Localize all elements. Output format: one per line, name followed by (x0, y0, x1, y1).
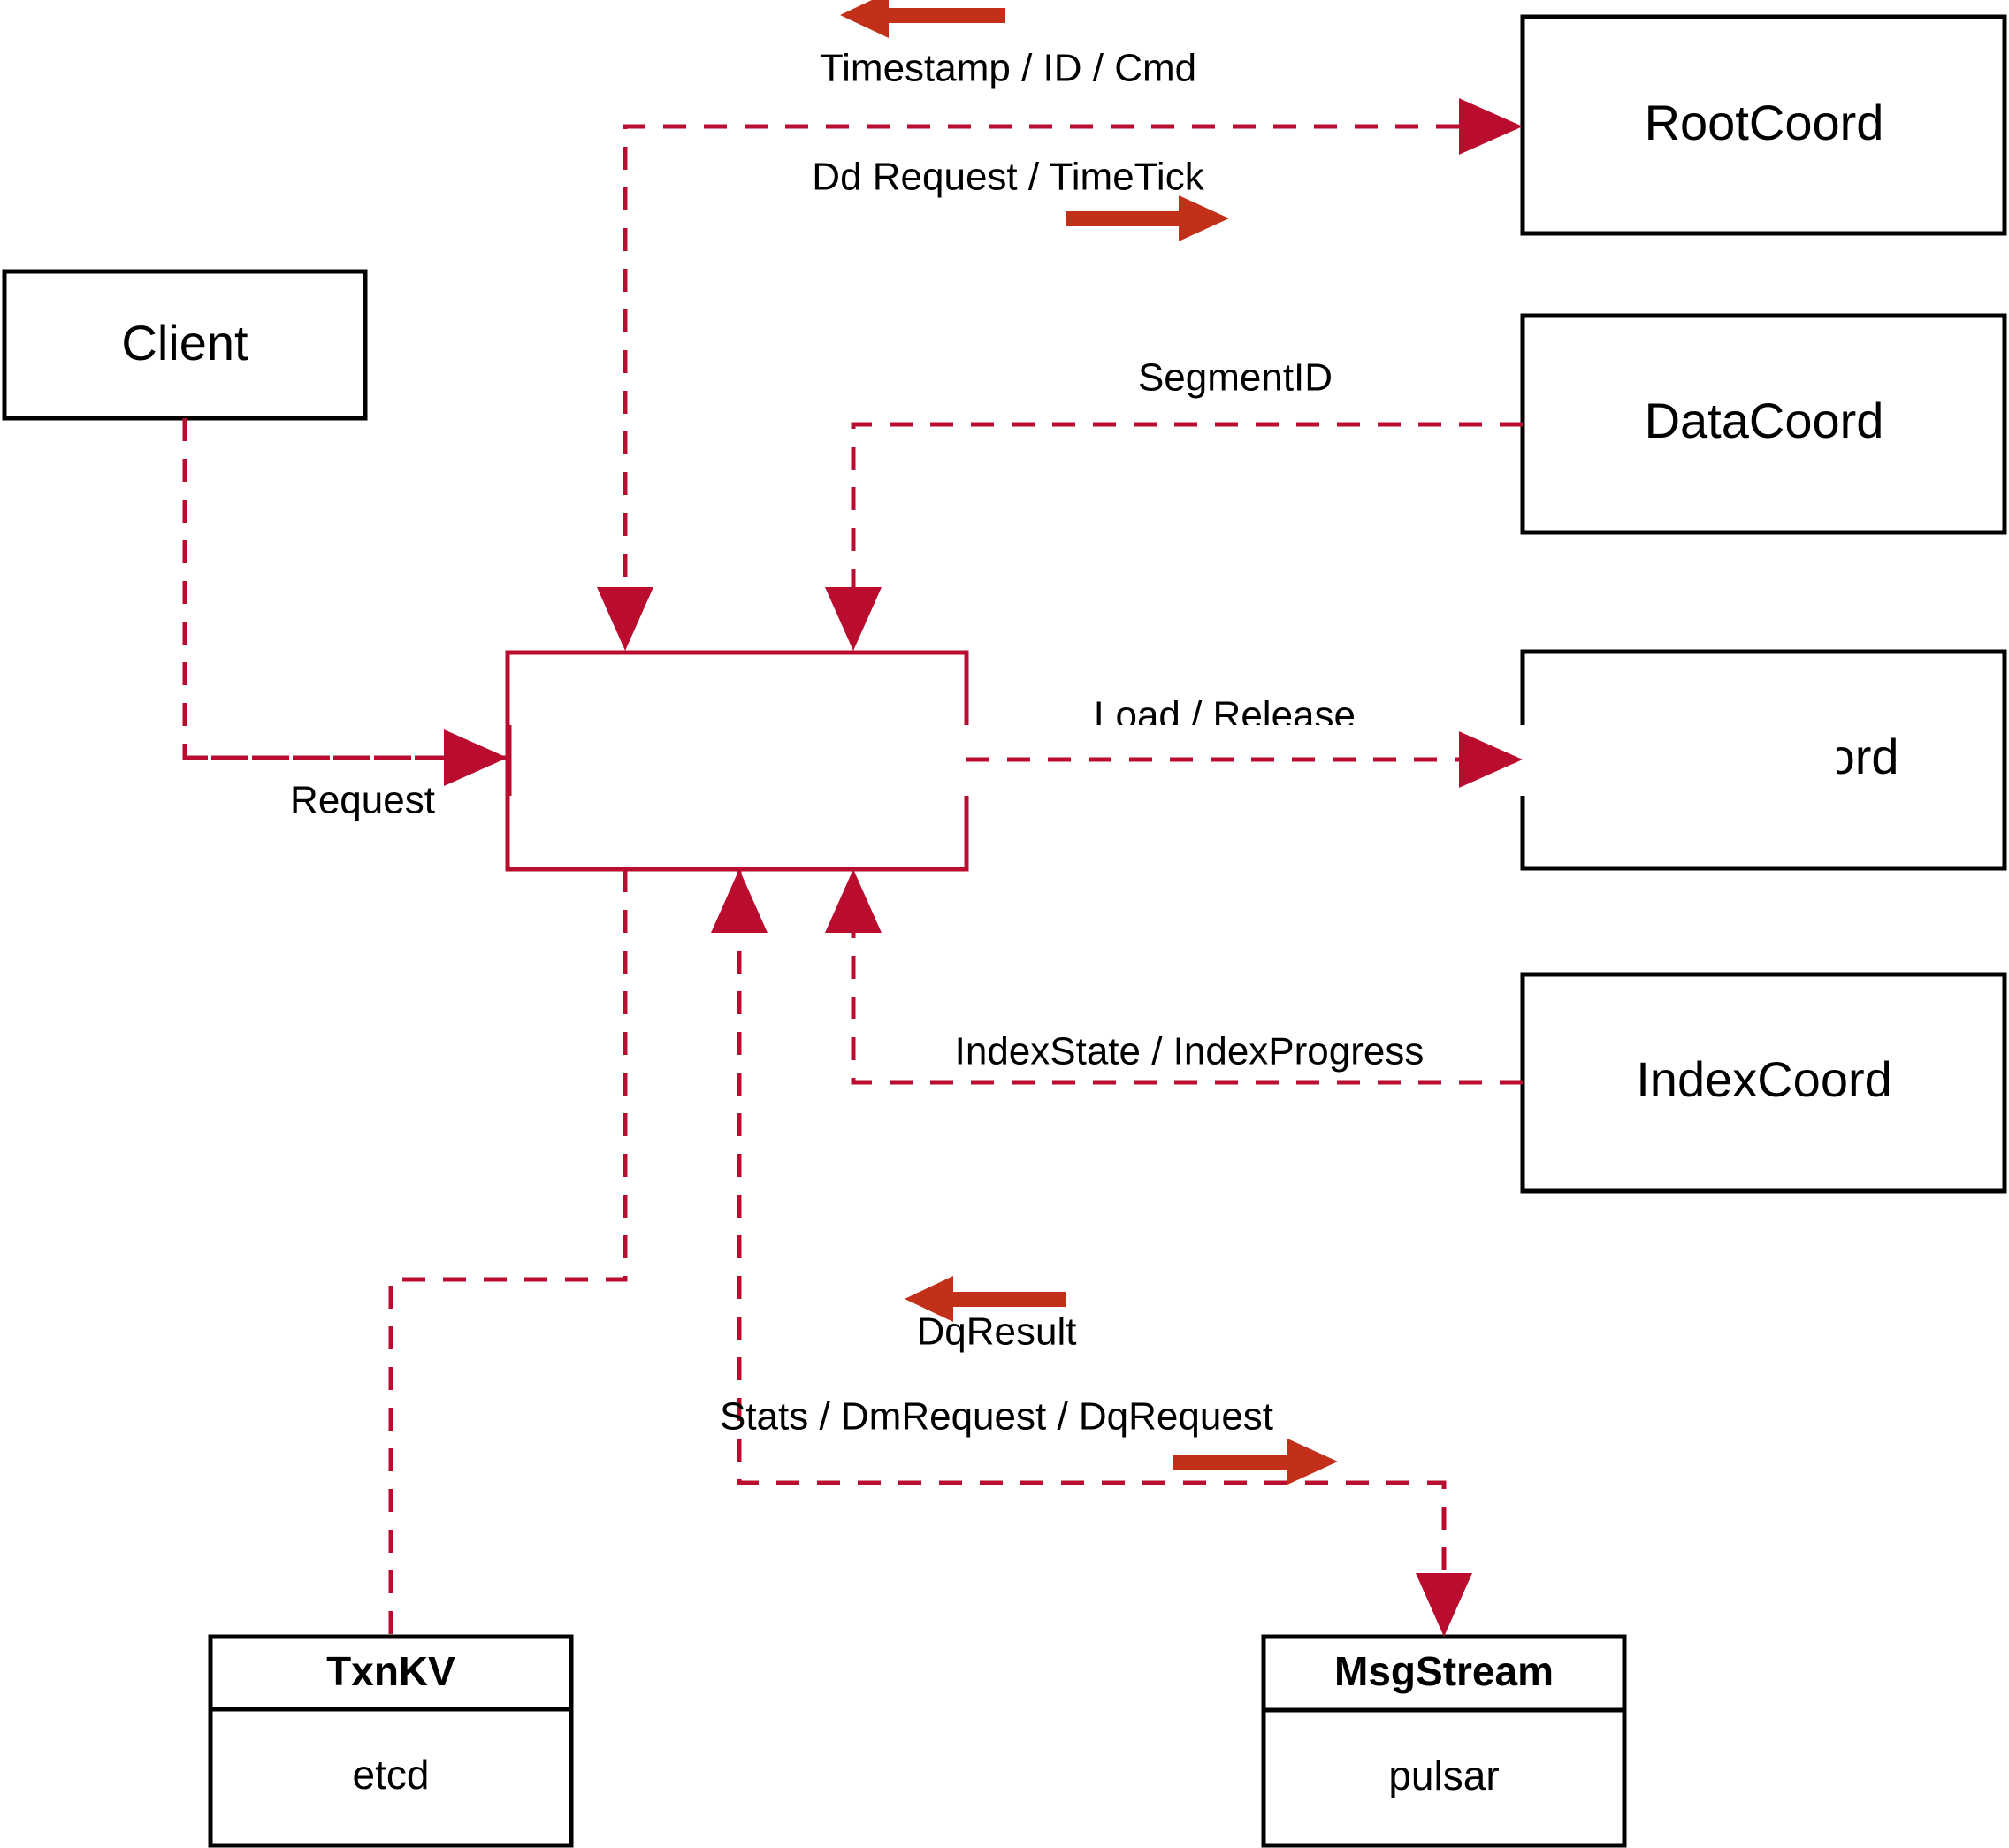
rootcoord-label: RootCoord (1645, 95, 1884, 150)
node-msgstream[interactable]: MsgStream pulsar (1261, 1634, 1627, 1848)
edge-datacoord-proxy (851, 422, 1523, 619)
edge-label-index-state-progress: IndexState / IndexProgress (955, 1030, 1425, 1073)
edge-indexcoord-proxy-arrowhead (825, 869, 882, 933)
edge-proxy-txnkv (388, 869, 628, 1637)
indexcoord-label: IndexCoord (1636, 1051, 1892, 1107)
msgstream-title: MsgStream (1334, 1648, 1554, 1694)
txnkv-title: TxnKV (326, 1648, 455, 1694)
edge-label-segment-id: SegmentID (1138, 356, 1333, 400)
edge-proxy-rootcoord-arrowhead (1459, 98, 1523, 155)
edge-msgstream-proxy-arrowhead (711, 869, 768, 933)
indexcoord-box (1520, 972, 2007, 1194)
txnkv-box (208, 1634, 574, 1848)
node-indexcoord[interactable]: IndexCoord (1520, 972, 2007, 1194)
datacoord-box (1520, 313, 2007, 535)
client-label: Client (121, 315, 248, 370)
edge-indexcoord-proxy (851, 902, 1523, 1085)
direction-arrow-right-bottom (1173, 1439, 1338, 1485)
rootcoord-box (1520, 14, 2007, 236)
edge-label-request: Request (290, 779, 435, 822)
edge-label-dq-result: DqResult (917, 1310, 1077, 1354)
edge-datacoord-proxy-arrowhead (825, 587, 882, 651)
msgstream-impl: pulsar (1388, 1753, 1499, 1798)
edge-label-stats-dm-dq-request: Stats / DmRequest / DqRequest (720, 1395, 1273, 1439)
node-datacoord[interactable]: DataCoord (1520, 313, 2007, 535)
direction-arrow-left-top (840, 0, 1005, 38)
client-box (2, 269, 368, 421)
msgstream-box (1261, 1634, 1627, 1848)
edge-proxy-rootcoord (623, 124, 1459, 619)
node-client[interactable]: Client (2, 269, 368, 421)
txnkv-impl: etcd (353, 1752, 430, 1798)
node-rootcoord[interactable]: RootCoord (1520, 14, 2007, 236)
direction-arrow-left-bottom (905, 1276, 1066, 1322)
edge-label-timestamp-id-cmd: Timestamp / ID / Cmd (820, 47, 1196, 90)
edge-label-dd-request-timetick: Dd Request / TimeTick (812, 156, 1204, 199)
edge-client-proxy-arrowhead (444, 729, 508, 786)
edge-proxy-msgstream-arrowhead (1416, 1573, 1472, 1637)
node-txnkv[interactable]: TxnKV etcd (208, 1634, 574, 1848)
datacoord-label: DataCoord (1645, 393, 1884, 448)
overlay-load-release-arrowhead (1459, 731, 1523, 788)
edge-proxy-msgstream (737, 869, 1447, 1583)
direction-arrow-right-top (1066, 195, 1229, 241)
edge-rootcoord-proxy-arrowhead (597, 587, 653, 651)
